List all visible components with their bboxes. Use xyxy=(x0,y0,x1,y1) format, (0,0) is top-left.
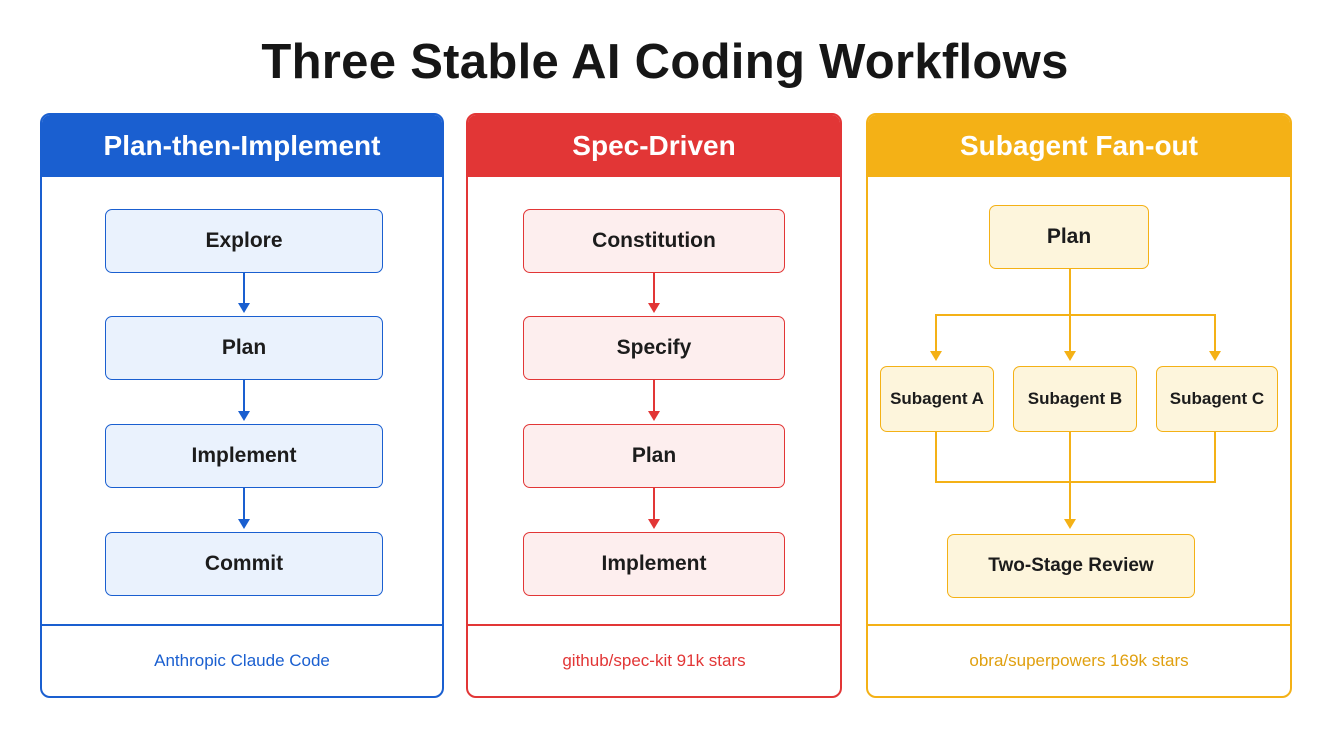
panel-header: Subagent Fan-out xyxy=(868,115,1290,177)
step-explore: Explore xyxy=(105,209,383,273)
panel-subagent-fan-out: Subagent Fan-out Plan Subagent A Subagen… xyxy=(866,113,1292,698)
arrow-down-icon xyxy=(648,303,660,313)
connector-line xyxy=(653,380,655,411)
connector-line xyxy=(935,481,1216,483)
arrow-down-icon xyxy=(238,303,250,313)
step-two-stage-review: Two-Stage Review xyxy=(947,534,1195,598)
arrow-down-icon xyxy=(648,411,660,421)
arrow-down-icon xyxy=(648,519,660,529)
connector-line xyxy=(653,488,655,519)
subagent-a: Subagent A xyxy=(880,366,994,432)
panel-footer-source: obra/superpowers 169k stars xyxy=(868,624,1290,696)
step-commit: Commit xyxy=(105,532,383,596)
connector-line xyxy=(1214,432,1216,483)
arrow-down-icon xyxy=(1209,351,1221,361)
panel-header: Spec-Driven xyxy=(468,115,840,177)
connector-line xyxy=(1069,432,1071,519)
step-plan: Plan xyxy=(523,424,785,488)
connector-line xyxy=(1214,314,1216,351)
diagram-title: Three Stable AI Coding Workflows xyxy=(261,35,1069,89)
step-specify: Specify xyxy=(523,316,785,380)
subagent-b: Subagent B xyxy=(1013,366,1137,432)
connector-line xyxy=(935,314,937,351)
connector-line xyxy=(243,488,245,519)
step-plan-root: Plan xyxy=(989,205,1149,269)
connector-line xyxy=(243,273,245,303)
panel-footer-source: github/spec-kit 91k stars xyxy=(468,624,840,696)
panel-header: Plan-then-Implement xyxy=(42,115,442,177)
subagent-c: Subagent C xyxy=(1156,366,1278,432)
step-implement: Implement xyxy=(105,424,383,488)
panel-spec-driven: Spec-Driven Constitution Specify Plan Im… xyxy=(466,113,842,698)
step-constitution: Constitution xyxy=(523,209,785,273)
panel-plan-then-implement: Plan-then-Implement Explore Plan Impleme… xyxy=(40,113,444,698)
step-plan: Plan xyxy=(105,316,383,380)
arrow-down-icon xyxy=(238,411,250,421)
connector-line xyxy=(243,380,245,411)
arrow-down-icon xyxy=(238,519,250,529)
arrow-down-icon xyxy=(1064,519,1076,529)
connector-line xyxy=(653,273,655,303)
connector-line xyxy=(936,314,1216,316)
panel-footer-source: Anthropic Claude Code xyxy=(42,624,442,696)
arrow-down-icon xyxy=(930,351,942,361)
connector-line xyxy=(1069,269,1071,351)
arrow-down-icon xyxy=(1064,351,1076,361)
connector-line xyxy=(935,432,937,483)
step-implement: Implement xyxy=(523,532,785,596)
